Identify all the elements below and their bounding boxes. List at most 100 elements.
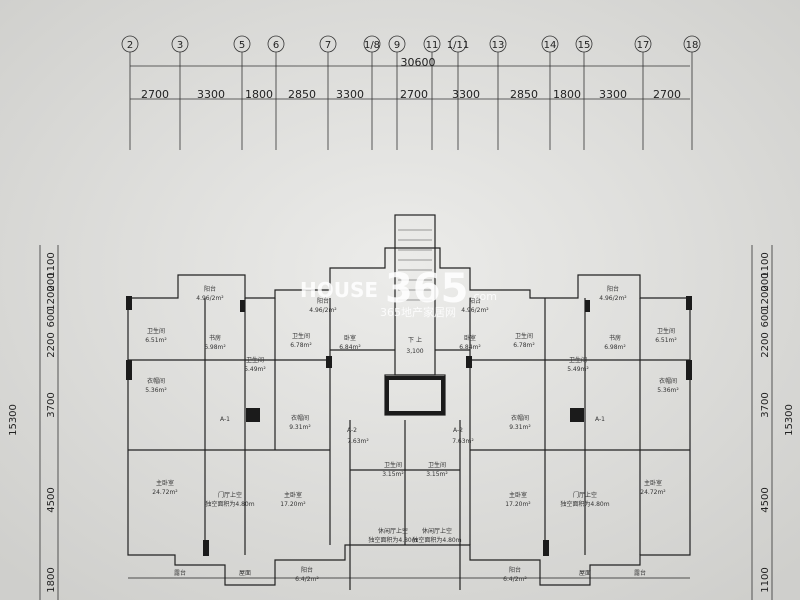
room-area: 17.20m² — [280, 501, 306, 508]
room-name: 卫生间 — [384, 461, 402, 469]
room: 衣帽间 5.36m² — [657, 377, 679, 394]
side-dimension-label: 1800 — [46, 567, 57, 592]
side-dimension-label: 3700 — [46, 392, 57, 417]
top-dimension-label: 2700 — [653, 88, 681, 101]
room-name: 阳台 — [317, 297, 329, 305]
room-area: 4.96/2m² — [309, 307, 337, 314]
room-name: 卫生间 — [292, 332, 310, 340]
room-area: 24.72m² — [152, 489, 178, 496]
axis-label: 13 — [492, 40, 505, 51]
side-dimension-label: 4500 — [760, 487, 771, 512]
room: 阳台4.96/2m² — [196, 285, 224, 302]
side-dimension-label: 600 — [760, 308, 771, 327]
room-name: 衣帽间 — [659, 377, 677, 385]
room: 阳台 4.96/2m² — [599, 285, 627, 302]
room-name: 卧室 — [344, 334, 356, 342]
room-name: 卫生间 — [428, 461, 446, 469]
room-name: 门厅上空 — [573, 491, 597, 499]
stair-dimension-label: 3,100 — [406, 348, 423, 355]
room-name: 休闲厅上空 — [422, 527, 452, 535]
axis-label: 2 — [127, 40, 133, 51]
top-dimension-label: 3300 — [336, 88, 364, 101]
axis-label: 11 — [426, 40, 439, 51]
section-tag: A-2 — [453, 427, 463, 434]
axis-label: 9 — [394, 40, 400, 51]
room-name: 阳台 — [204, 285, 216, 293]
room-area: 6.98m² — [204, 344, 226, 351]
room-name: 卧室 — [464, 334, 476, 342]
side-dimension-label: 200 — [760, 272, 771, 291]
axis-marker: 1/8 — [363, 35, 381, 53]
left-dimension-chain — [39, 245, 59, 600]
axis-marker: 9 — [388, 35, 406, 53]
room-name: 主卧室 — [509, 491, 527, 499]
top-dimension-label: 3300 — [197, 88, 225, 101]
room-name: 书房 — [209, 334, 221, 342]
room-name: 屋面 — [579, 570, 591, 577]
top-total-dimension: 30600 — [401, 56, 436, 69]
room: 屋面 — [579, 570, 591, 577]
room-area: 独空面积为4.80m — [412, 536, 461, 544]
room: 卧室 6.84m² — [459, 334, 481, 351]
right-total-dimension: 15300 — [784, 404, 795, 436]
room-area: 独空面积为4.80m — [205, 500, 254, 508]
room-name: 衣帽间 — [511, 414, 529, 422]
side-dimension-label: 1100 — [46, 252, 57, 277]
axis-label: 14 — [544, 40, 557, 51]
room-name: 衣帽间 — [291, 414, 309, 422]
side-dimension-label: 2200 — [46, 332, 57, 357]
section-tag: A-1 — [595, 416, 605, 423]
side-dimension-label: 200 — [46, 272, 57, 291]
section-tag: 7.63m² — [347, 438, 369, 445]
room-name: 卫生间 — [515, 332, 533, 340]
room: 主卧室 24.72m² — [640, 479, 666, 496]
section-tag: 7.63m² — [452, 438, 474, 445]
room-name: 阳台 — [607, 285, 619, 293]
top-dimension-label: 2700 — [141, 88, 169, 101]
axis-marker: 6 — [267, 35, 285, 53]
axis-label: 17 — [637, 40, 650, 51]
axis-marker: 11 — [423, 35, 441, 53]
room-area: 独空面积为4.80m — [368, 536, 417, 544]
axis-label: 5 — [239, 40, 245, 51]
stair-direction-label: 下 上 — [408, 336, 422, 344]
room-area: 4.96/2m² — [599, 295, 627, 302]
watermark-brand: HOUSE — [300, 278, 378, 302]
axis-marker: 7 — [319, 35, 337, 53]
room: 阳台 4.96/2m² — [309, 297, 337, 314]
side-dimension-label: 4500 — [46, 487, 57, 512]
top-dimension-label: 1800 — [245, 88, 273, 101]
room-area: 5.36m² — [657, 387, 679, 394]
axis-label: 18 — [686, 40, 699, 51]
room: 书房 6.98m² — [204, 334, 226, 351]
side-dimension-label: 2200 — [760, 332, 771, 357]
top-dimension-label: 3300 — [599, 88, 627, 101]
top-axis-markers: 2 3 5 6 7 1/8 9 11 1/11 13 14 15 17 18 — [121, 35, 701, 53]
axis-label: 3 — [177, 40, 183, 51]
room-name: 阳台 — [469, 297, 481, 305]
side-dimension-label: 1200 — [760, 285, 771, 310]
plan-walls — [127, 214, 691, 590]
room-area: 6.84m² — [339, 344, 361, 351]
room-area: 6.84m² — [459, 344, 481, 351]
room-area: 24.72m² — [640, 489, 666, 496]
room-name: 主卧室 — [644, 479, 662, 487]
axis-label: 15 — [578, 40, 591, 51]
axis-marker: 1/11 — [447, 35, 469, 53]
stair-hatch — [398, 229, 432, 301]
